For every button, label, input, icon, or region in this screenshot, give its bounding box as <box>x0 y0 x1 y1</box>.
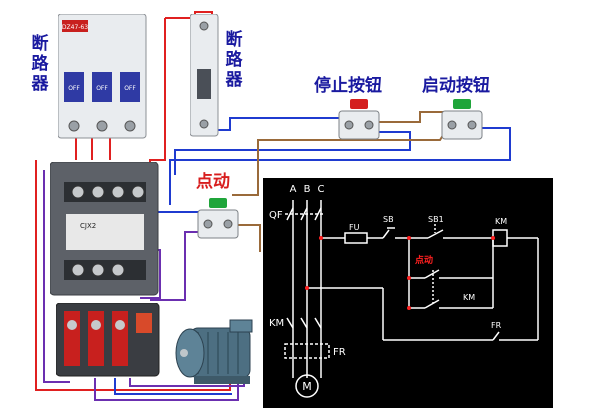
jog-button-cap <box>209 198 227 208</box>
start-button-body <box>441 110 483 140</box>
phase-b-label: B <box>304 184 311 195</box>
sb-label: SB <box>383 215 394 224</box>
motor-end-cap <box>175 328 205 378</box>
main-breaker-brand-plate <box>62 20 88 32</box>
fr-contact-label: FR <box>491 321 502 330</box>
main-breaker-handle-1 <box>64 72 84 102</box>
motor-terminal-box <box>229 319 253 333</box>
main-breaker: DZ47-63 OFF OFF OFF <box>58 14 147 139</box>
thermal-relay <box>56 303 160 377</box>
breaker-to-contactor-wires <box>75 138 111 160</box>
breaker-left-label: 断 路 器 <box>30 34 50 94</box>
fu-label: FU <box>349 223 360 232</box>
left-purple-loop-wire <box>43 170 70 383</box>
fr-heater-label: FR <box>333 347 346 358</box>
start-button-cap <box>453 99 471 109</box>
stop-to-contactor-wire <box>174 131 411 175</box>
breaker-left-char-2: 路 <box>31 54 49 74</box>
control-breaker <box>190 14 219 137</box>
breaker-right-char-2: 路 <box>225 50 243 70</box>
start-to-contactor-wire <box>169 127 511 205</box>
start-button-label: 启动按钮 <box>422 76 490 96</box>
motor-symbol-label: M <box>302 380 312 393</box>
main-breaker-handle-3 <box>120 72 140 102</box>
km-main-label: KM <box>269 318 284 329</box>
phase-a-label: A <box>290 184 297 195</box>
stop-to-start-wire <box>375 111 445 123</box>
main-breaker-off-2: OFF <box>96 85 108 92</box>
thermal-relay-body <box>56 303 160 377</box>
control-breaker-return-wire <box>149 18 166 178</box>
schematic-panel: A B C QF FU SB SB1 KM 点动 KM FR KM FR M <box>263 178 553 408</box>
motor <box>175 319 253 384</box>
jog-schematic-label: 点动 <box>415 254 433 266</box>
phase-c-label: C <box>318 184 325 195</box>
km-coil-label: KM <box>495 217 507 226</box>
jog-to-panel-wire <box>235 224 261 252</box>
breaker-right-char-1: 断 <box>225 30 243 50</box>
jog-button-body <box>197 209 239 239</box>
jog-button <box>197 198 239 239</box>
main-breaker-off-3: OFF <box>124 85 136 92</box>
breaker-to-stop-wire <box>212 117 340 131</box>
main-breaker-brand: DZ47-63 <box>62 24 88 31</box>
contactor-model: CJX2 <box>80 222 96 230</box>
control-breaker-handle <box>197 69 211 99</box>
motor-shaft <box>180 349 188 357</box>
stop-button <box>338 99 380 140</box>
ac-contactor: CJX2 <box>50 162 159 296</box>
qf-label: QF <box>269 210 283 221</box>
stop-button-cap <box>350 99 368 109</box>
start-button <box>441 99 483 140</box>
stop-button-body <box>338 110 380 140</box>
jog-to-contactor-wire-a <box>150 231 200 301</box>
breaker-left-char-3: 器 <box>31 74 49 94</box>
main-breaker-handle-2 <box>92 72 112 102</box>
main-breaker-handles: OFF OFF OFF <box>64 72 140 102</box>
contactor-label-plate <box>66 214 144 250</box>
breaker-left-char-1: 断 <box>31 34 49 54</box>
main-breaker-off-1: OFF <box>68 85 80 92</box>
schematic-drawing: A B C QF FU SB SB1 KM 点动 KM FR KM FR M <box>269 184 539 398</box>
stop-button-label: 停止按钮 <box>314 76 382 96</box>
relay-to-motor-wire-b <box>114 378 232 395</box>
km-aux-label: KM <box>463 293 475 302</box>
breaker-right-char-3: 器 <box>225 70 243 90</box>
breaker-right-label: 断 路 器 <box>224 30 244 90</box>
sb1-label: SB1 <box>428 215 444 224</box>
jog-button-label: 点动 <box>196 172 230 192</box>
